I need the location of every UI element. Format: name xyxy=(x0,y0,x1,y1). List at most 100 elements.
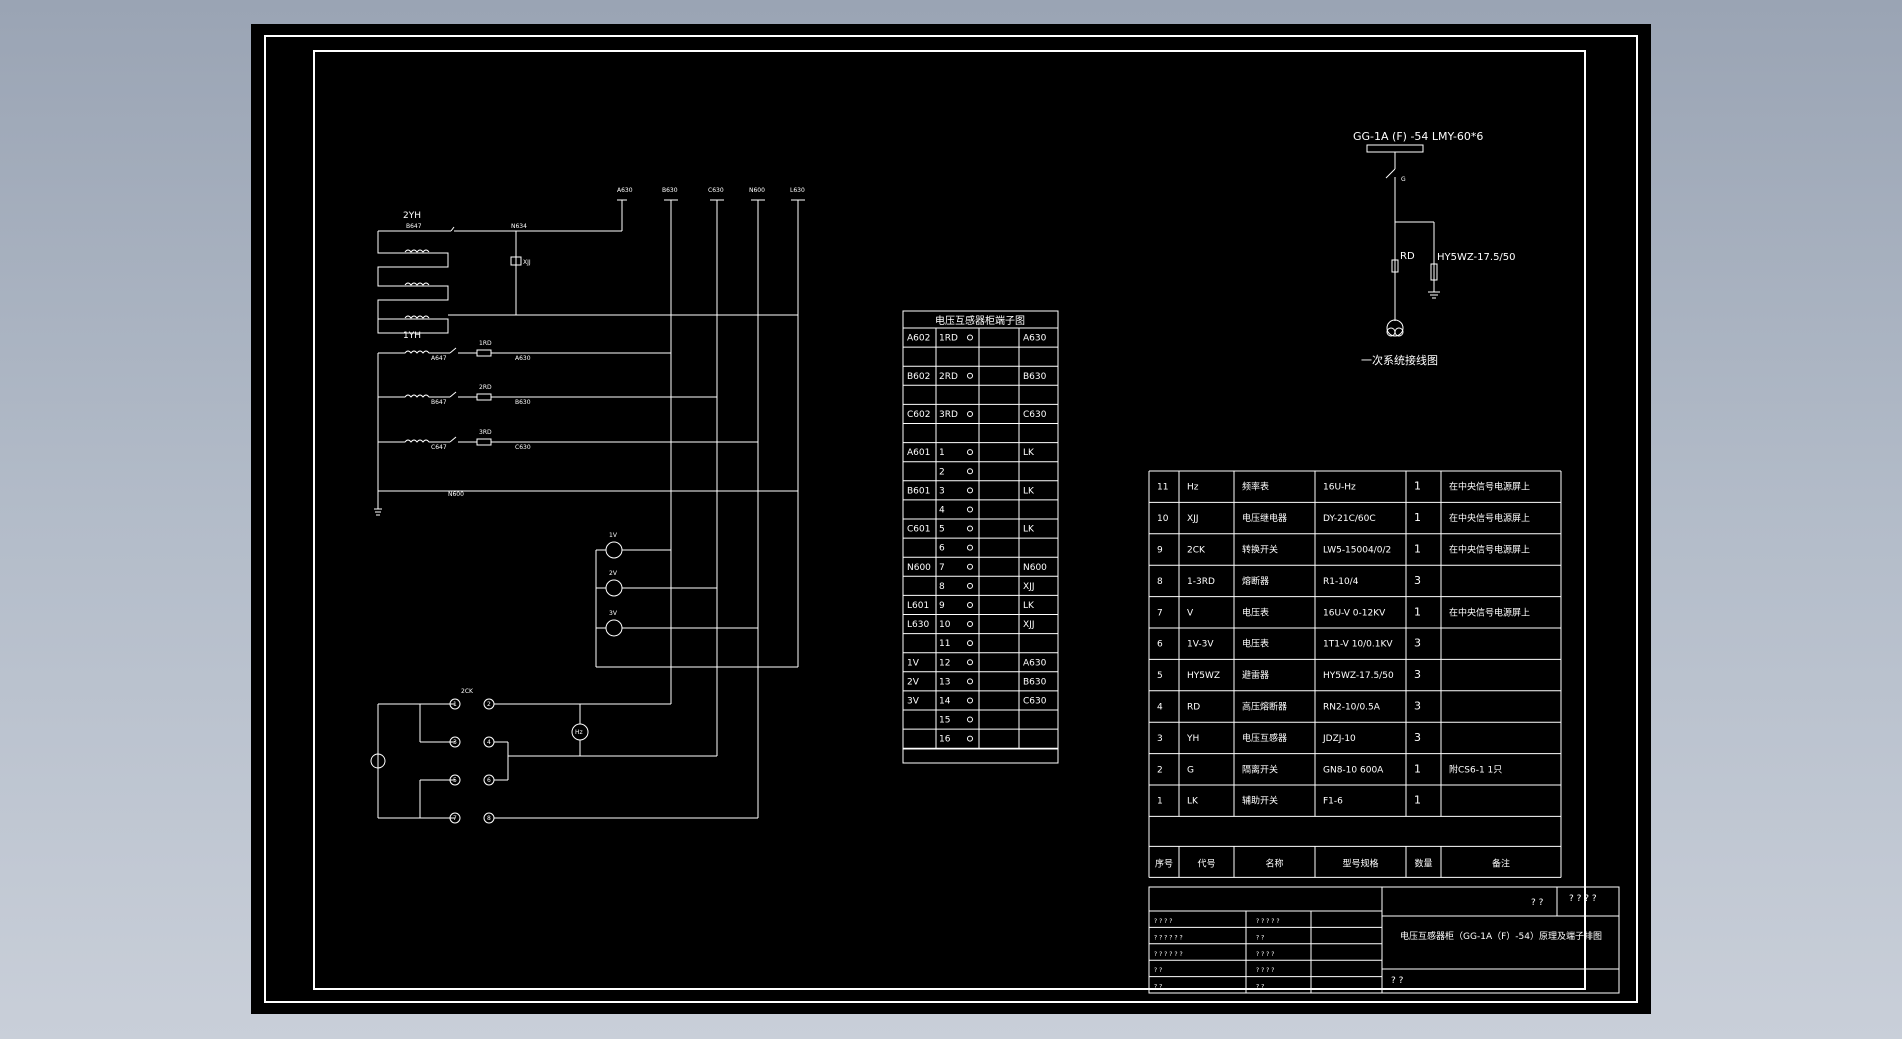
terminal-screw xyxy=(967,410,973,417)
terminal-screw xyxy=(967,372,973,379)
drawing-viewport[interactable]: GG-1A (F) -54 LMY-60*6 G HY5WZ-17.5/50 R… xyxy=(251,24,1651,1014)
terminal-number: 11 xyxy=(939,639,950,649)
terminal-number: 4 xyxy=(939,505,945,515)
terminal-screw xyxy=(967,582,973,589)
voltmeter-2v xyxy=(605,579,623,597)
bom-cell: 2 xyxy=(1157,765,1163,775)
tb-cell: ? ? xyxy=(1154,984,1162,991)
terminal-screw xyxy=(967,334,973,341)
terminal-screw xyxy=(967,640,973,647)
bus-label-l630: L630 xyxy=(790,187,805,194)
terminal-screw xyxy=(967,449,973,456)
relay-coil xyxy=(510,256,522,266)
terminal-screw xyxy=(967,506,973,513)
drawing-title: 电压互感器柜（GG-1A（F）-54）原理及端子排图 xyxy=(1400,930,1602,942)
terminal-screw xyxy=(967,544,973,551)
svg-text:B647: B647 xyxy=(431,399,447,406)
bom-cell: 1 xyxy=(1414,794,1421,807)
bom-cell: 隔离开关 xyxy=(1242,763,1278,775)
svg-text:1: 1 xyxy=(453,701,457,708)
terminal-right-label: LK xyxy=(1023,486,1035,496)
bom-header-cell: 代号 xyxy=(1197,858,1215,869)
switch-label: G xyxy=(1401,176,1406,183)
bom-cell: 1 xyxy=(1414,762,1421,775)
terminal-number: 9 xyxy=(939,601,945,611)
bom-cell: 电压表 xyxy=(1242,638,1269,650)
bom-cell: 辅助开关 xyxy=(1242,795,1278,807)
svg-text:2: 2 xyxy=(487,701,491,708)
tb-cell: ? ? xyxy=(1154,967,1162,974)
tb-cell: ? ? xyxy=(1256,934,1264,941)
tb-cell: ? ? ? ? ? ? xyxy=(1154,951,1183,958)
bom-cell: 在中央信号电源屏上 xyxy=(1449,481,1530,493)
terminal-screw xyxy=(967,659,973,666)
terminal-left-label: A602 xyxy=(907,334,930,344)
terminal-left-label: B601 xyxy=(907,486,930,496)
fuse-symbol xyxy=(1391,259,1399,273)
bom-cell: 熔断器 xyxy=(1242,575,1269,587)
tb-bottom: ? ? xyxy=(1391,976,1404,986)
bom-cell: HY5WZ-17.5/50 xyxy=(1323,671,1394,681)
bom-cell: JDZJ-10 xyxy=(1322,734,1356,744)
bom-cell: G xyxy=(1187,765,1194,775)
tb-cell: ? ? ? ? xyxy=(1154,918,1172,925)
terminal-left-label: 1V xyxy=(907,658,920,668)
bom-cell: 1-3RD xyxy=(1187,577,1215,587)
terminal-right-label: A630 xyxy=(1023,334,1047,344)
bom-cell: 8 xyxy=(1157,577,1163,587)
terminal-number: 2 xyxy=(939,467,945,477)
terminal-right-label: LK xyxy=(1023,601,1035,611)
bom-header-cell: 型号规格 xyxy=(1342,857,1378,869)
svg-text:XJJ: XJJ xyxy=(523,259,531,266)
tb-cell: ? ? ? ? xyxy=(1256,951,1274,958)
bom-cell: RN2-10/0.5A xyxy=(1323,703,1381,713)
terminal-right-label: XJJ xyxy=(1023,582,1034,592)
terminal-number: 1 xyxy=(939,448,945,458)
terminal-right-label: LK xyxy=(1023,525,1035,535)
bom-cell: 11 xyxy=(1157,483,1168,493)
pt-symbol xyxy=(1386,319,1404,337)
bom-cell: F1-6 xyxy=(1323,797,1343,807)
terminal-number: 15 xyxy=(939,716,950,726)
terminal-screw xyxy=(967,601,973,608)
isolator-blade xyxy=(1385,168,1396,179)
terminal-number: 3 xyxy=(939,486,945,496)
terminal-number: 3RD xyxy=(939,410,958,420)
terminal-screw xyxy=(967,621,973,628)
tb-q-top: ? ? xyxy=(1531,898,1544,908)
svg-text:3V: 3V xyxy=(609,610,618,617)
svg-text:3: 3 xyxy=(453,739,457,746)
bom-cell: LW5-15004/0/2 xyxy=(1323,546,1391,556)
bom-cell: 1 xyxy=(1414,605,1421,618)
terminal-left-label: 2V xyxy=(907,677,920,687)
voltmeter-3v xyxy=(605,619,623,637)
terminal-screw xyxy=(967,563,973,570)
terminal-right-label: B630 xyxy=(1023,677,1047,687)
inner-frame xyxy=(313,50,1586,990)
svg-text:C647: C647 xyxy=(431,444,447,451)
pt2-label: 2YH xyxy=(403,211,421,221)
bom-cell: RD xyxy=(1187,703,1200,713)
bom-cell: 3 xyxy=(1414,668,1421,681)
arrester-symbol xyxy=(1430,263,1438,281)
terminal-number: 16 xyxy=(939,735,951,745)
bom-cell: 10 xyxy=(1157,514,1169,524)
terminal-right-label: B630 xyxy=(1023,372,1047,382)
bom-cell: 16U-Hz xyxy=(1323,483,1356,493)
arrester-label: HY5WZ-17.5/50 xyxy=(1437,252,1516,263)
bom-cell: 7 xyxy=(1157,608,1163,618)
primary-caption: 一次系统接线图 xyxy=(1361,353,1438,367)
bom-cell: 1 xyxy=(1157,797,1163,807)
svg-text:4: 4 xyxy=(487,739,491,746)
svg-text:N634: N634 xyxy=(511,223,527,230)
svg-text:5: 5 xyxy=(453,777,457,784)
bom-cell: 1 xyxy=(1414,543,1421,556)
terminal-right-label: A630 xyxy=(1023,658,1047,668)
voltmeter-1v xyxy=(605,541,623,559)
terminal-right-label: LK xyxy=(1023,448,1035,458)
bom-cell: LK xyxy=(1187,797,1199,807)
bom-cell: 1T1-V 10/0.1KV xyxy=(1323,640,1393,650)
terminal-screw xyxy=(967,487,973,494)
bom-cell: 1 xyxy=(1414,480,1421,493)
